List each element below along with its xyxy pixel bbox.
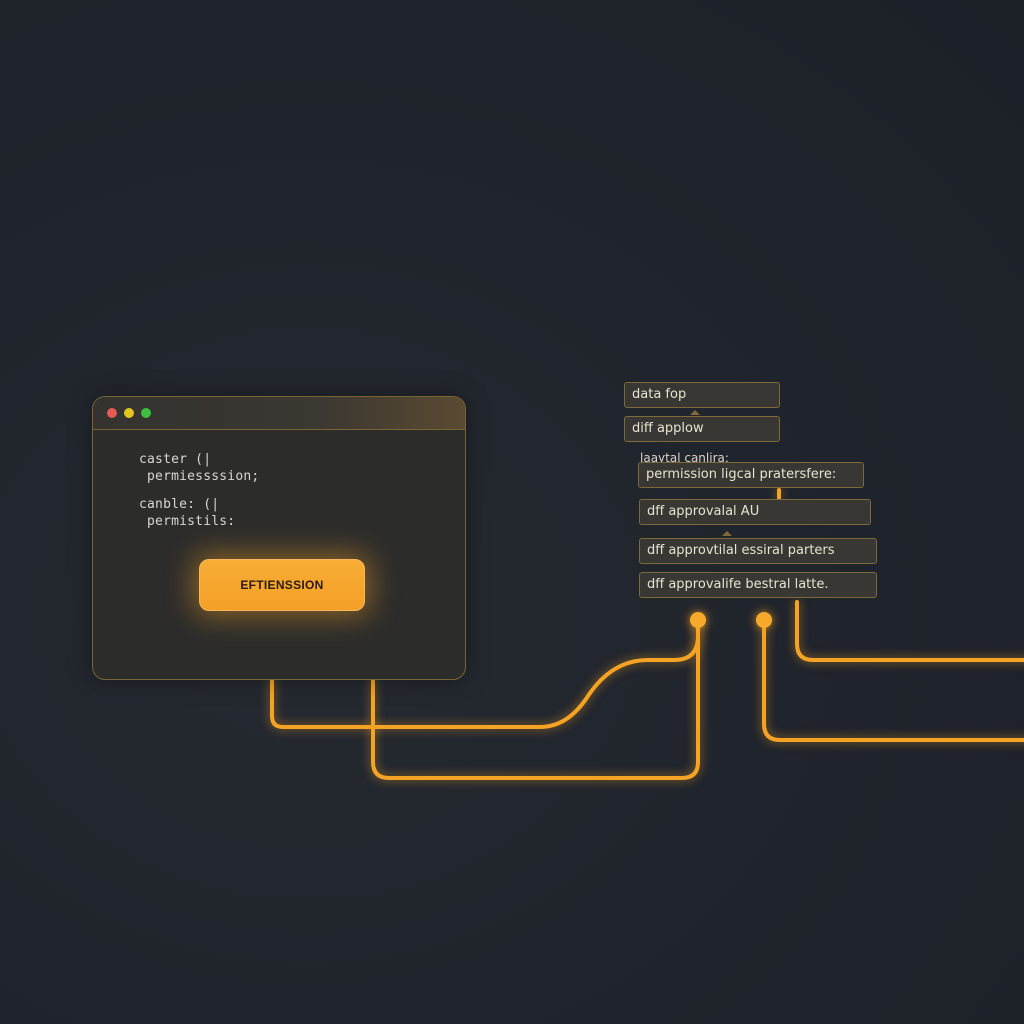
wire-2	[371, 618, 700, 780]
stack-card-diff-applow[interactable]: diff applow	[624, 416, 780, 442]
floating-label: laaytal canlira:	[640, 451, 729, 465]
wire-4	[795, 600, 1024, 662]
minimize-window-dot[interactable]	[124, 408, 134, 418]
maximize-window-dot[interactable]	[141, 408, 151, 418]
card-connector-notch	[690, 410, 700, 415]
stack-card-approval-latte[interactable]: dff approvalife bestral latte.	[639, 572, 877, 598]
stack-card-permission[interactable]: permission ligcal pratersfere:	[638, 462, 864, 488]
extension-button[interactable]: EFTIENSSION	[199, 559, 365, 611]
code-line: permistils:	[139, 514, 236, 529]
wire-1	[270, 618, 700, 729]
stack-card-data-fop[interactable]: data fop	[624, 382, 780, 408]
card-connector-notch	[722, 531, 732, 536]
code-line: caster (|	[139, 452, 212, 467]
node-dot-2[interactable]	[756, 612, 772, 628]
stack-card-approval-au[interactable]: dff approvalal AU	[639, 499, 871, 525]
close-window-dot[interactable]	[107, 408, 117, 418]
node-dot-1[interactable]	[690, 612, 706, 628]
code-line: canble: (|	[139, 497, 220, 512]
code-line: permiessssion;	[139, 469, 260, 484]
stack-card-approval-parters[interactable]: dff approvtilal essiral parters	[639, 538, 877, 564]
window-titlebar	[93, 397, 465, 430]
wire-3	[762, 618, 1024, 742]
editor-window: caster (| permiessssion; canble: (| perm…	[92, 396, 466, 680]
